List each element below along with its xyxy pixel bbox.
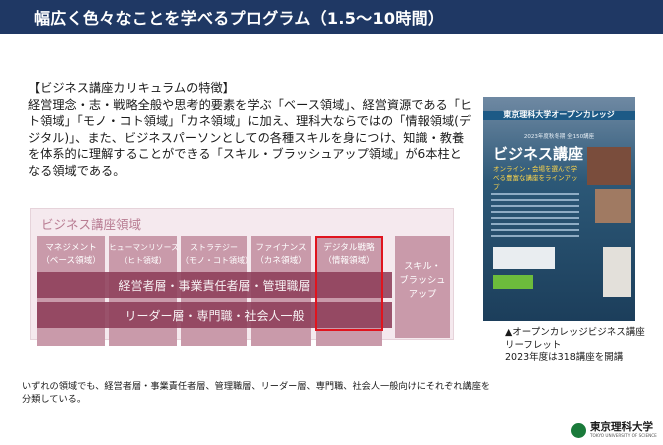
business-domains-diagram: ビジネス講座領域 マネジメント （ベース領域） ヒューマンリソース （ヒト領域）…	[30, 208, 454, 346]
domain-label-strategy: ストラテジー （モノ・コト領域）	[181, 243, 253, 265]
logo-name: 東京理科大学	[590, 421, 653, 433]
audience-band-executive: 経営者層・事業責任者層・管理職層	[37, 272, 392, 298]
title-bar: 幅広く色々なことを学べるプログラム（1.5〜10時間）	[0, 0, 663, 34]
brochure-info-box	[493, 247, 555, 269]
description-heading: 【ビジネス講座カリキュラムの特徴】	[28, 81, 235, 95]
brochure-tagline: オンライン・会場を選んで学べる豊富な講座をラインアップ	[493, 165, 578, 191]
footnote: いずれの領域でも、経営者層・事業責任者層、管理職層、リーダー層、専門職、社会人一…	[22, 381, 491, 405]
domain-label-skill: スキル・ ブラッシュ アップ	[399, 261, 446, 300]
brochure-photo-2	[595, 189, 631, 223]
audience-band-general: リーダー層・専門職・社会人一般	[37, 302, 392, 328]
domain-column-skill: スキル・ ブラッシュ アップ	[395, 236, 450, 338]
brochure-title: ビジネス講座	[493, 145, 584, 163]
brochure-brand: 東京理科大学オープンカレッジ	[503, 110, 615, 119]
logo-english: TOKYO UNIVERSITY OF SCIENCE	[590, 433, 657, 438]
brochure-caption: ▲オープンカレッジビジネス講座 リーフレット 2023年度は318講座を開講	[505, 327, 645, 363]
page-title: 幅広く色々なことを学べるプログラム（1.5〜10時間）	[34, 9, 445, 28]
digital-highlight-frame	[315, 236, 383, 331]
brochure-text-lines	[491, 193, 579, 241]
brochure-subtitle: 2023年度秋冬期 全150講座	[523, 134, 595, 140]
description-body: 経営理念・志・戦略全般や思考的要素を学ぶ「ベース領域」、経営資源である「ヒト領域…	[28, 97, 473, 178]
domain-label-management: マネジメント （ベース領域）	[41, 243, 101, 266]
university-emblem-icon	[571, 422, 586, 438]
university-logo: 東京理科大学 TOKYO UNIVERSITY OF SCIENCE	[571, 417, 661, 443]
brochure-header-bar	[483, 111, 635, 120]
domain-label-digital: デジタル戦略 （情報領域）	[323, 243, 375, 266]
domain-label-human-resource: ヒューマンリソース （ヒト領域）	[109, 243, 179, 265]
diagram-title: ビジネス講座領域	[41, 217, 142, 232]
brochure-image: 東京理科大学オープンカレッジ 2023年度秋冬期 全150講座 ビジネス講座 オ…	[483, 97, 635, 321]
description-block: 【ビジネス講座カリキュラムの特徴】 経営理念・志・戦略全般や思考的要素を学ぶ「ベ…	[28, 80, 473, 179]
brochure-photo-1	[587, 147, 631, 185]
domain-label-finance: ファイナンス （カネ領域）	[255, 243, 307, 266]
brochure-photo-3	[603, 247, 631, 297]
brochure-badge	[493, 275, 533, 289]
